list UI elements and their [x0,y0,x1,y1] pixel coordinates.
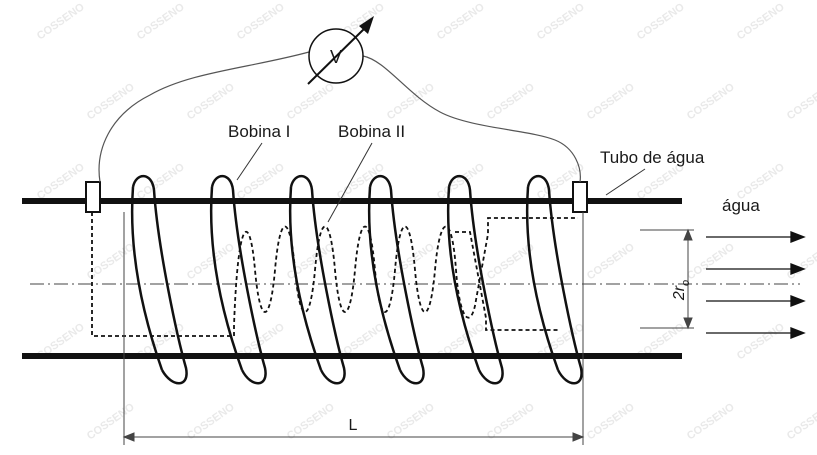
diameter-dimension [640,228,694,330]
watermark-text: COSSENO [735,1,787,43]
water-label: água [722,196,760,215]
coil-two-leader [327,142,373,223]
coil-two [91,212,578,337]
pipe-leader [605,168,646,196]
watermark-text: COSSENO [385,241,437,283]
watermark-text: COSSENO [635,1,687,43]
right-electrode [572,181,588,213]
length-label: L [349,417,358,434]
watermark-text: COSSENO [535,1,587,43]
watermark-text: COSSENO [435,161,487,203]
watermark-text: COSSENO [235,161,287,203]
watermark-text: COSSENO [35,1,87,43]
watermark-text: COSSENO [135,1,187,43]
watermark-text: COSSENO [385,81,437,123]
watermark-text: COSSENO [785,401,817,443]
coil-one-front [131,174,583,385]
coil-one-label: Bobina I [228,122,290,141]
watermark-text: COSSENO [785,81,817,123]
left-electrode [85,181,101,213]
watermark-text: COSSENO [185,241,237,283]
watermark-text: COSSENO [485,401,537,443]
coil-one-leader [236,142,263,181]
watermark-text: COSSENO [685,81,737,123]
watermark-text: COSSENO [85,81,137,123]
watermark-text: COSSENO [485,81,537,123]
voltmeter-arrowhead-icon [359,16,374,34]
watermark-text: COSSENO [385,401,437,443]
diameter-label: 2ro [671,280,692,301]
watermark-text: COSSENO [435,1,487,43]
watermark-text: COSSENO [685,241,737,283]
watermark-text: COSSENO [685,401,737,443]
watermark-text: COSSENO [135,161,187,203]
watermark-text: COSSENO [185,81,237,123]
length-dimension [122,212,585,445]
pipe-label: Tubo de água [600,148,705,167]
watermark-text: COSSENO [235,1,287,43]
watermark-text: COSSENO [585,81,637,123]
watermark-layer: COSSENO COSSENO COSSENO COSSENO COSSENO COSSE… [35,1,817,443]
coil-one-back [130,186,560,371]
watermark-text: COSSENO [585,241,637,283]
watermark-text: COSSENO [35,161,87,203]
coil-two-connector [455,231,560,331]
wire-left [98,51,310,183]
coil-two-label: Bobina II [338,122,405,141]
water-flow-arrows [706,231,806,339]
voltmeter-needle [307,26,367,85]
watermark-text: COSSENO [285,81,337,123]
watermark-text: COSSENO [785,241,817,283]
wire-right [362,55,581,183]
watermark-text: COSSENO [285,401,337,443]
watermark-text: COSSENO [585,401,637,443]
watermark-text: COSSENO [735,321,787,363]
watermark-text: COSSENO [185,401,237,443]
watermark-text: COSSENO [635,161,687,203]
